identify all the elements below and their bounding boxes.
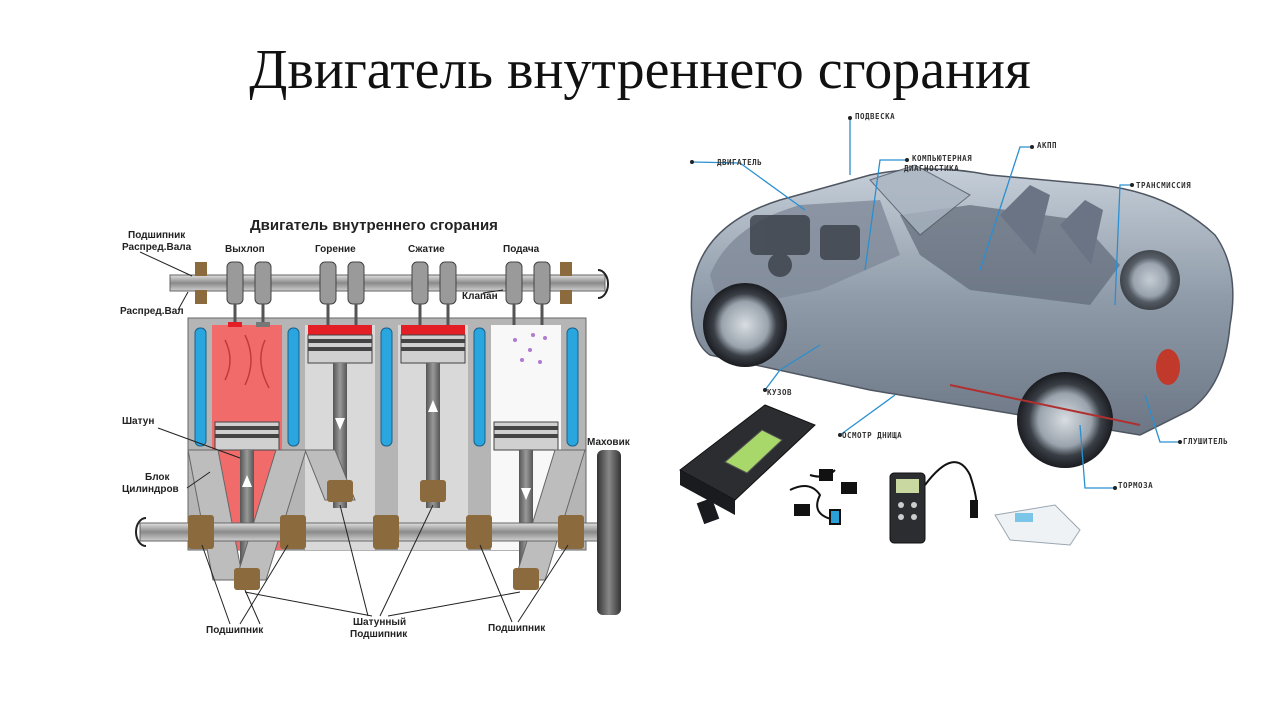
label-cylinder-block-1: Блок bbox=[145, 472, 171, 483]
valves bbox=[233, 304, 544, 325]
camshaft bbox=[169, 274, 606, 292]
label-engine: ДВИГАТЕЛЬ bbox=[717, 158, 762, 167]
exhaust-flow bbox=[224, 334, 270, 389]
label-transmission: ТРАНСМИССИЯ bbox=[1136, 181, 1191, 190]
label-exhaust: Выхлоп bbox=[225, 244, 265, 255]
thickness-gauge bbox=[889, 461, 978, 544]
scanner-cables bbox=[789, 469, 857, 525]
tail-light bbox=[1156, 349, 1180, 385]
car-leader-dots bbox=[690, 116, 1182, 490]
rotation-arrow bbox=[135, 517, 147, 547]
piston-4 bbox=[493, 421, 559, 451]
rear-wheel-far bbox=[1120, 250, 1180, 310]
seats bbox=[1000, 185, 1103, 265]
label-bearing-left: Подшипник bbox=[206, 625, 264, 636]
label-brakes: ТОРМОЗА bbox=[1118, 481, 1153, 490]
connecting-rod bbox=[426, 363, 440, 508]
exhaust-pipe bbox=[949, 384, 1141, 426]
slide-title: Двигатель внутреннего сгорания bbox=[249, 39, 1031, 101]
label-valve: Клапан bbox=[462, 291, 498, 302]
rod-bearings bbox=[234, 480, 539, 590]
coolant-channel bbox=[380, 327, 393, 447]
label-computer-diag-1: КОМПЬЮТЕРНАЯ bbox=[912, 154, 972, 163]
label-bearing-right: Подшипник bbox=[488, 623, 546, 634]
coolant-channel bbox=[287, 327, 300, 447]
label-computer-diag-2: ДИАГНОСТИКА bbox=[904, 164, 959, 173]
main-bearings bbox=[188, 515, 584, 549]
label-gearbox: АКПП bbox=[1037, 141, 1057, 150]
motion-arrows bbox=[242, 400, 531, 500]
engine-bay bbox=[750, 215, 860, 277]
label-compression: Сжатие bbox=[408, 244, 445, 255]
coolant-channel bbox=[566, 327, 579, 447]
label-rod-bearing-1: Шатунный bbox=[353, 617, 406, 628]
label-flywheel: Маховик bbox=[587, 437, 631, 448]
label-connecting-rod: Шатун bbox=[122, 416, 154, 427]
label-camshaft-bearing-1: Подшипник bbox=[128, 230, 186, 241]
label-intake: Подача bbox=[503, 244, 540, 255]
label-rod-bearing-2: Подшипник bbox=[350, 629, 408, 640]
valve-heads bbox=[228, 322, 270, 327]
engine-diagram-title: Двигатель внутреннего сгорания bbox=[250, 217, 498, 234]
camshaft-bearings bbox=[195, 262, 572, 304]
leader-lines bbox=[139, 251, 569, 625]
label-exhaust-car: ГЛУШИТЕЛЬ bbox=[1183, 437, 1228, 446]
label-camshaft-bearing-2: Распред.Вала bbox=[122, 242, 192, 253]
car-diagnostics-diagram: ПОДВЕСКА ДВИГАТЕЛЬ КОМПЬЮТЕРНАЯ ДИАГНОСТ… bbox=[679, 112, 1234, 546]
piston-2 bbox=[307, 325, 373, 364]
fuel-mixture bbox=[513, 333, 547, 364]
windshield-frame bbox=[869, 164, 971, 236]
diagnostic-scanner bbox=[679, 404, 816, 525]
piston-1 bbox=[214, 421, 280, 451]
rotation-arrow bbox=[597, 269, 609, 299]
cam-lobes bbox=[226, 261, 551, 305]
label-combustion: Горение bbox=[315, 244, 356, 255]
infrared-thermometer bbox=[994, 504, 1081, 546]
coolant-channel bbox=[194, 327, 207, 447]
rear-wheel bbox=[1017, 372, 1113, 468]
label-inspection: ОСМОТР ДНИЩА bbox=[842, 431, 902, 440]
flywheel bbox=[597, 450, 621, 615]
label-cylinder-block-2: Цилиндров bbox=[122, 484, 179, 495]
label-suspension: ПОДВЕСКА bbox=[855, 112, 895, 121]
piston-3 bbox=[400, 325, 466, 364]
label-camshaft: Распред.Вал bbox=[120, 306, 184, 317]
engine-diagram: Двигатель внутреннего сгорания bbox=[120, 217, 631, 640]
label-body: КУЗОВ bbox=[767, 388, 792, 397]
front-wheel bbox=[703, 283, 787, 367]
coolant-channel bbox=[473, 327, 486, 447]
car-leader-lines bbox=[691, 118, 1180, 489]
